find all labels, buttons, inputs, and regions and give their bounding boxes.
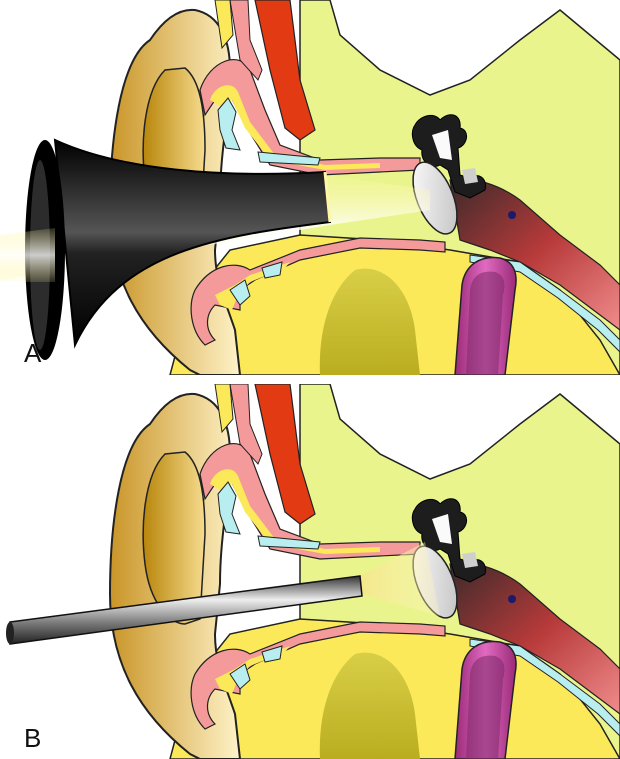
ear-diagram-b bbox=[0, 384, 620, 759]
panel-b-endoscope: B bbox=[0, 384, 620, 759]
panel-label: A bbox=[24, 340, 41, 366]
ear-diagram-a bbox=[0, 0, 620, 375]
panel-a-otoscope: A bbox=[0, 0, 620, 375]
panel-label: B bbox=[24, 725, 41, 751]
